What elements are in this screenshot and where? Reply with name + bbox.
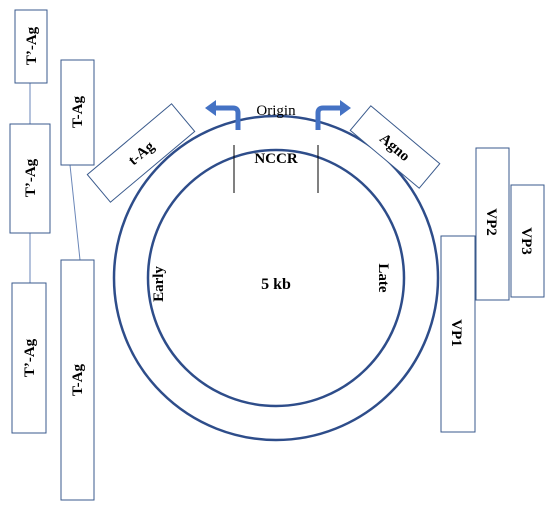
late-region-label: Late — [375, 263, 391, 293]
vp3-label: VP3 — [518, 227, 534, 255]
small-t-ag-box: t-Ag — [86, 103, 196, 203]
vp2-label: VP2 — [483, 208, 499, 236]
t-prime-ag-label-1: T’-Ag — [24, 26, 40, 65]
vp3-box: VP3 — [510, 184, 545, 298]
t-prime-ag-box-3: T’-Ag — [11, 282, 47, 434]
agno-box: Agno — [349, 105, 441, 189]
t-prime-ag-box-1: T’-Ag — [14, 9, 48, 84]
origin-label: Origin — [256, 103, 296, 119]
origin-left-arrow — [205, 100, 241, 130]
genome-size-label: 5 kb — [261, 276, 291, 293]
large-t-ag-box-1: T-Ag — [60, 59, 95, 166]
vp1-box: VP1 — [440, 235, 476, 433]
large-t-ag-connector — [69, 164, 81, 261]
t-prime-ag-label-3: T’-Ag — [22, 338, 38, 377]
t-prime-ag-box-2: T’-Ag — [9, 123, 51, 234]
vp2-box: VP2 — [475, 147, 510, 301]
t-prime-ag-label-2: T’-Ag — [23, 158, 39, 197]
large-t-ag-box-2: T-Ag — [60, 259, 95, 501]
origin-right-arrow — [315, 100, 351, 130]
large-t-ag-label-2: T-Ag — [70, 364, 86, 396]
nccr-label: NCCR — [254, 151, 297, 167]
genome-inner-circle — [146, 148, 406, 408]
large-t-ag-label-1: T-Ag — [70, 96, 86, 128]
genome-outer-circle — [112, 114, 440, 442]
vp1-label: VP1 — [448, 319, 464, 347]
early-region-label: Early — [151, 266, 167, 302]
